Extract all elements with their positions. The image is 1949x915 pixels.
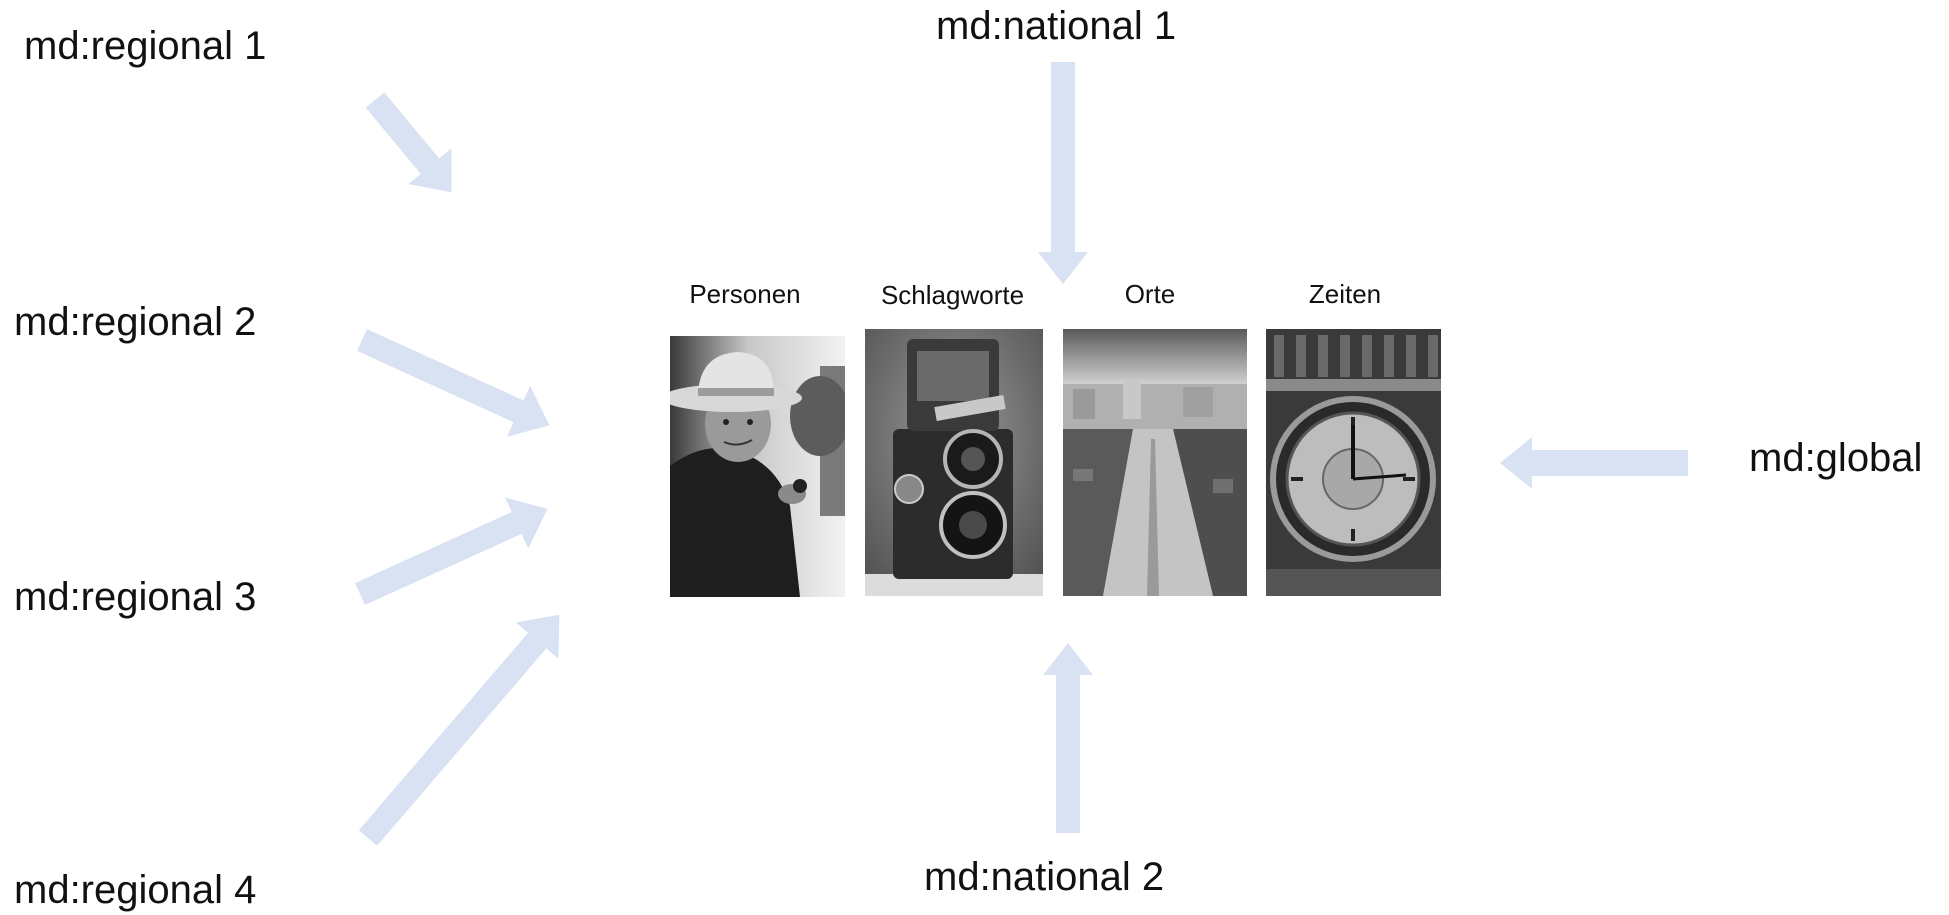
label-national-2: md:national 2	[924, 855, 1165, 899]
label-regional-3: md:regional 3	[14, 575, 257, 619]
arrow-regional-3	[355, 497, 548, 605]
label-regional-1: md:regional 1	[24, 24, 267, 68]
clock-tower-face-photo	[1266, 329, 1441, 596]
label-regional-4: md:regional 4	[14, 868, 257, 912]
arrow-regional-4	[358, 614, 560, 846]
arrow-regional-1	[365, 92, 452, 193]
city-street-aerial-photo	[1063, 329, 1247, 596]
caption-places: Orte	[1124, 279, 1176, 309]
caption-times: Zeiten	[1308, 279, 1382, 309]
arrow-national-1	[1038, 62, 1088, 284]
arrow-regional-2	[357, 329, 550, 437]
portrait-man-with-hat-photo	[670, 336, 845, 597]
twin-lens-camera-photo	[865, 329, 1043, 596]
label-national-1: md:national 1	[936, 4, 1177, 48]
label-global: md:global	[1749, 436, 1923, 480]
caption-persons: Personen	[689, 279, 801, 309]
caption-keywords: Schlagworte	[880, 280, 1025, 310]
label-regional-2: md:regional 2	[14, 300, 257, 344]
arrow-global	[1500, 437, 1688, 489]
arrow-national-2	[1043, 643, 1093, 833]
